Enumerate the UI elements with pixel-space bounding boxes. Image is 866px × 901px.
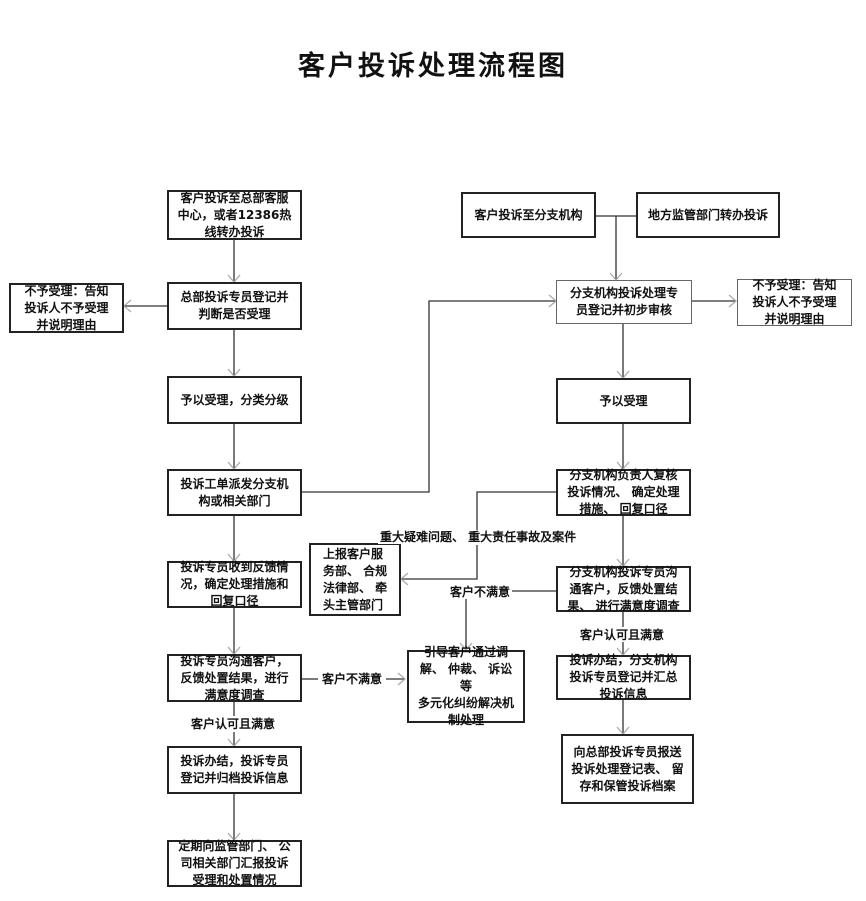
branch-reject-box: 不予受理：告知 投诉人不予受理 并说明理由 xyxy=(737,278,852,326)
hq-dispatch-box: 投诉工单派发分支机 构或相关部门 xyxy=(167,469,302,516)
connector xyxy=(476,491,556,530)
regulator-transfer-box: 地方监管部门转办投诉 xyxy=(636,192,780,238)
hq-intake-box: 客户投诉至总部客服 中心，或者12386热 线转办投诉 xyxy=(167,190,302,240)
hq-accept-box: 予以受理，分类分级 xyxy=(167,376,302,424)
label-satisfied-hq: 客户认可且满意 xyxy=(189,717,278,731)
hq-communicate-box: 投诉专员沟通客户， 反馈处置结果，进行 满意度调查 xyxy=(167,654,302,702)
label-dissatisfied-branch: 客户不满意 xyxy=(448,585,513,599)
hq-register-text: 总部投诉专员登记并 判断是否受理 xyxy=(180,290,289,321)
hq-dispatch-text: 投诉工单派发分支机 构或相关部门 xyxy=(180,476,289,508)
regulator-transfer-text: 地方监管部门转办投诉 xyxy=(647,207,768,222)
arrowhead xyxy=(728,294,737,308)
branch-review-text: 分支机构负责人复核 投诉情况、 确定处理 措施、 回复口径 xyxy=(567,468,680,516)
branch-communicate-box: 分支机构投诉专员沟 通客户，反馈处置结 果、 进行满意度调查 xyxy=(556,564,691,613)
branch-accept-text: 予以受理 xyxy=(599,393,648,408)
branch-reject-text: 不予受理：告知 投诉人不予受理 并说明理由 xyxy=(752,278,837,326)
branch-close-text: 投诉办结，分支机构 投诉专员登记并汇总 投诉信息 xyxy=(569,653,678,701)
hq-register-box: 总部投诉专员登记并 判断是否受理 xyxy=(167,282,302,330)
hq-intake-text: 客户投诉至总部客服 中心，或者12386热 线转办投诉 xyxy=(177,190,292,239)
arrowhead xyxy=(397,672,406,686)
label-dissatisfied-hq: 客户不满意 xyxy=(320,672,385,686)
branch-communicate-text: 分支机构投诉专员沟 通客户，反馈处置结 果、 进行满意度调查 xyxy=(567,564,680,613)
hq-reject-text: 不予受理：告知 投诉人不予受理 并说明理由 xyxy=(24,283,109,332)
hq-close-text: 投诉办结，投诉专员 登记并归档投诉信息 xyxy=(180,754,289,785)
branch-intake-box: 客户投诉至分支机构 xyxy=(461,192,596,238)
branch-register-text: 分支机构投诉处理专 员登记并初步审核 xyxy=(569,286,678,317)
branch-report-hq-box: 向总部投诉专员报送 投诉处理登记表、 留 存和保管投诉档案 xyxy=(561,734,694,804)
branch-close-box: 投诉办结，分支机构 投诉专员登记并汇总 投诉信息 xyxy=(556,653,691,701)
branch-register-box: 分支机构投诉处理专 员登记并初步审核 xyxy=(556,280,692,324)
hq-reject-box: 不予受理：告知 投诉人不予受理 并说明理由 xyxy=(9,283,124,333)
connector xyxy=(401,545,478,580)
hq-accept-text: 予以受理，分类分级 xyxy=(180,392,289,407)
branch-accept-box: 予以受理 xyxy=(556,378,691,424)
mediation-text: 引导客户通过调 解、 仲裁、 诉讼等 多元化纠纷解决机 制处理 xyxy=(417,645,514,727)
escalate-depts-box: 上报客户服 务部、 合规 法律部、 牵 头主管部门 xyxy=(309,543,401,616)
label-satisfied-branch: 客户认可且满意 xyxy=(578,628,667,642)
hq-communicate-text: 投诉专员沟通客户， 反馈处置结果，进行 满意度调查 xyxy=(180,653,289,702)
hq-close-box: 投诉办结，投诉专员 登记并归档投诉信息 xyxy=(167,746,302,794)
branch-report-hq-text: 向总部投诉专员报送 投诉处理登记表、 留 存和保管投诉档案 xyxy=(571,744,684,793)
connector xyxy=(302,300,556,493)
hq-report-text: 定期向监管部门、 公 司相关部门汇报投诉 受理和处置情况 xyxy=(178,839,291,887)
arrowhead xyxy=(400,572,409,586)
hq-receive-feedback-text: 投诉专员收到反馈情 况，确定处理措施和 回复口径 xyxy=(180,560,289,608)
branch-review-box: 分支机构负责人复核 投诉情况、 确定处理 措施、 回复口径 xyxy=(556,468,691,516)
hq-receive-feedback-box: 投诉专员收到反馈情 况，确定处理措施和 回复口径 xyxy=(167,560,302,608)
mediation-box: 引导客户通过调 解、 仲裁、 诉讼等 多元化纠纷解决机 制处理 xyxy=(407,645,525,727)
arrowhead xyxy=(123,299,132,313)
branch-intake-text: 客户投诉至分支机构 xyxy=(474,207,583,222)
page-title: 客户投诉处理流程图 xyxy=(298,51,568,82)
hq-report-box: 定期向监管部门、 公 司相关部门汇报投诉 受理和处置情况 xyxy=(167,839,302,887)
escalate-depts-text: 上报客户服 务部、 合规 法律部、 牵 头主管部门 xyxy=(323,546,388,612)
label-major-issues: 重大疑难问题、 重大责任事故及案件 xyxy=(378,530,579,544)
